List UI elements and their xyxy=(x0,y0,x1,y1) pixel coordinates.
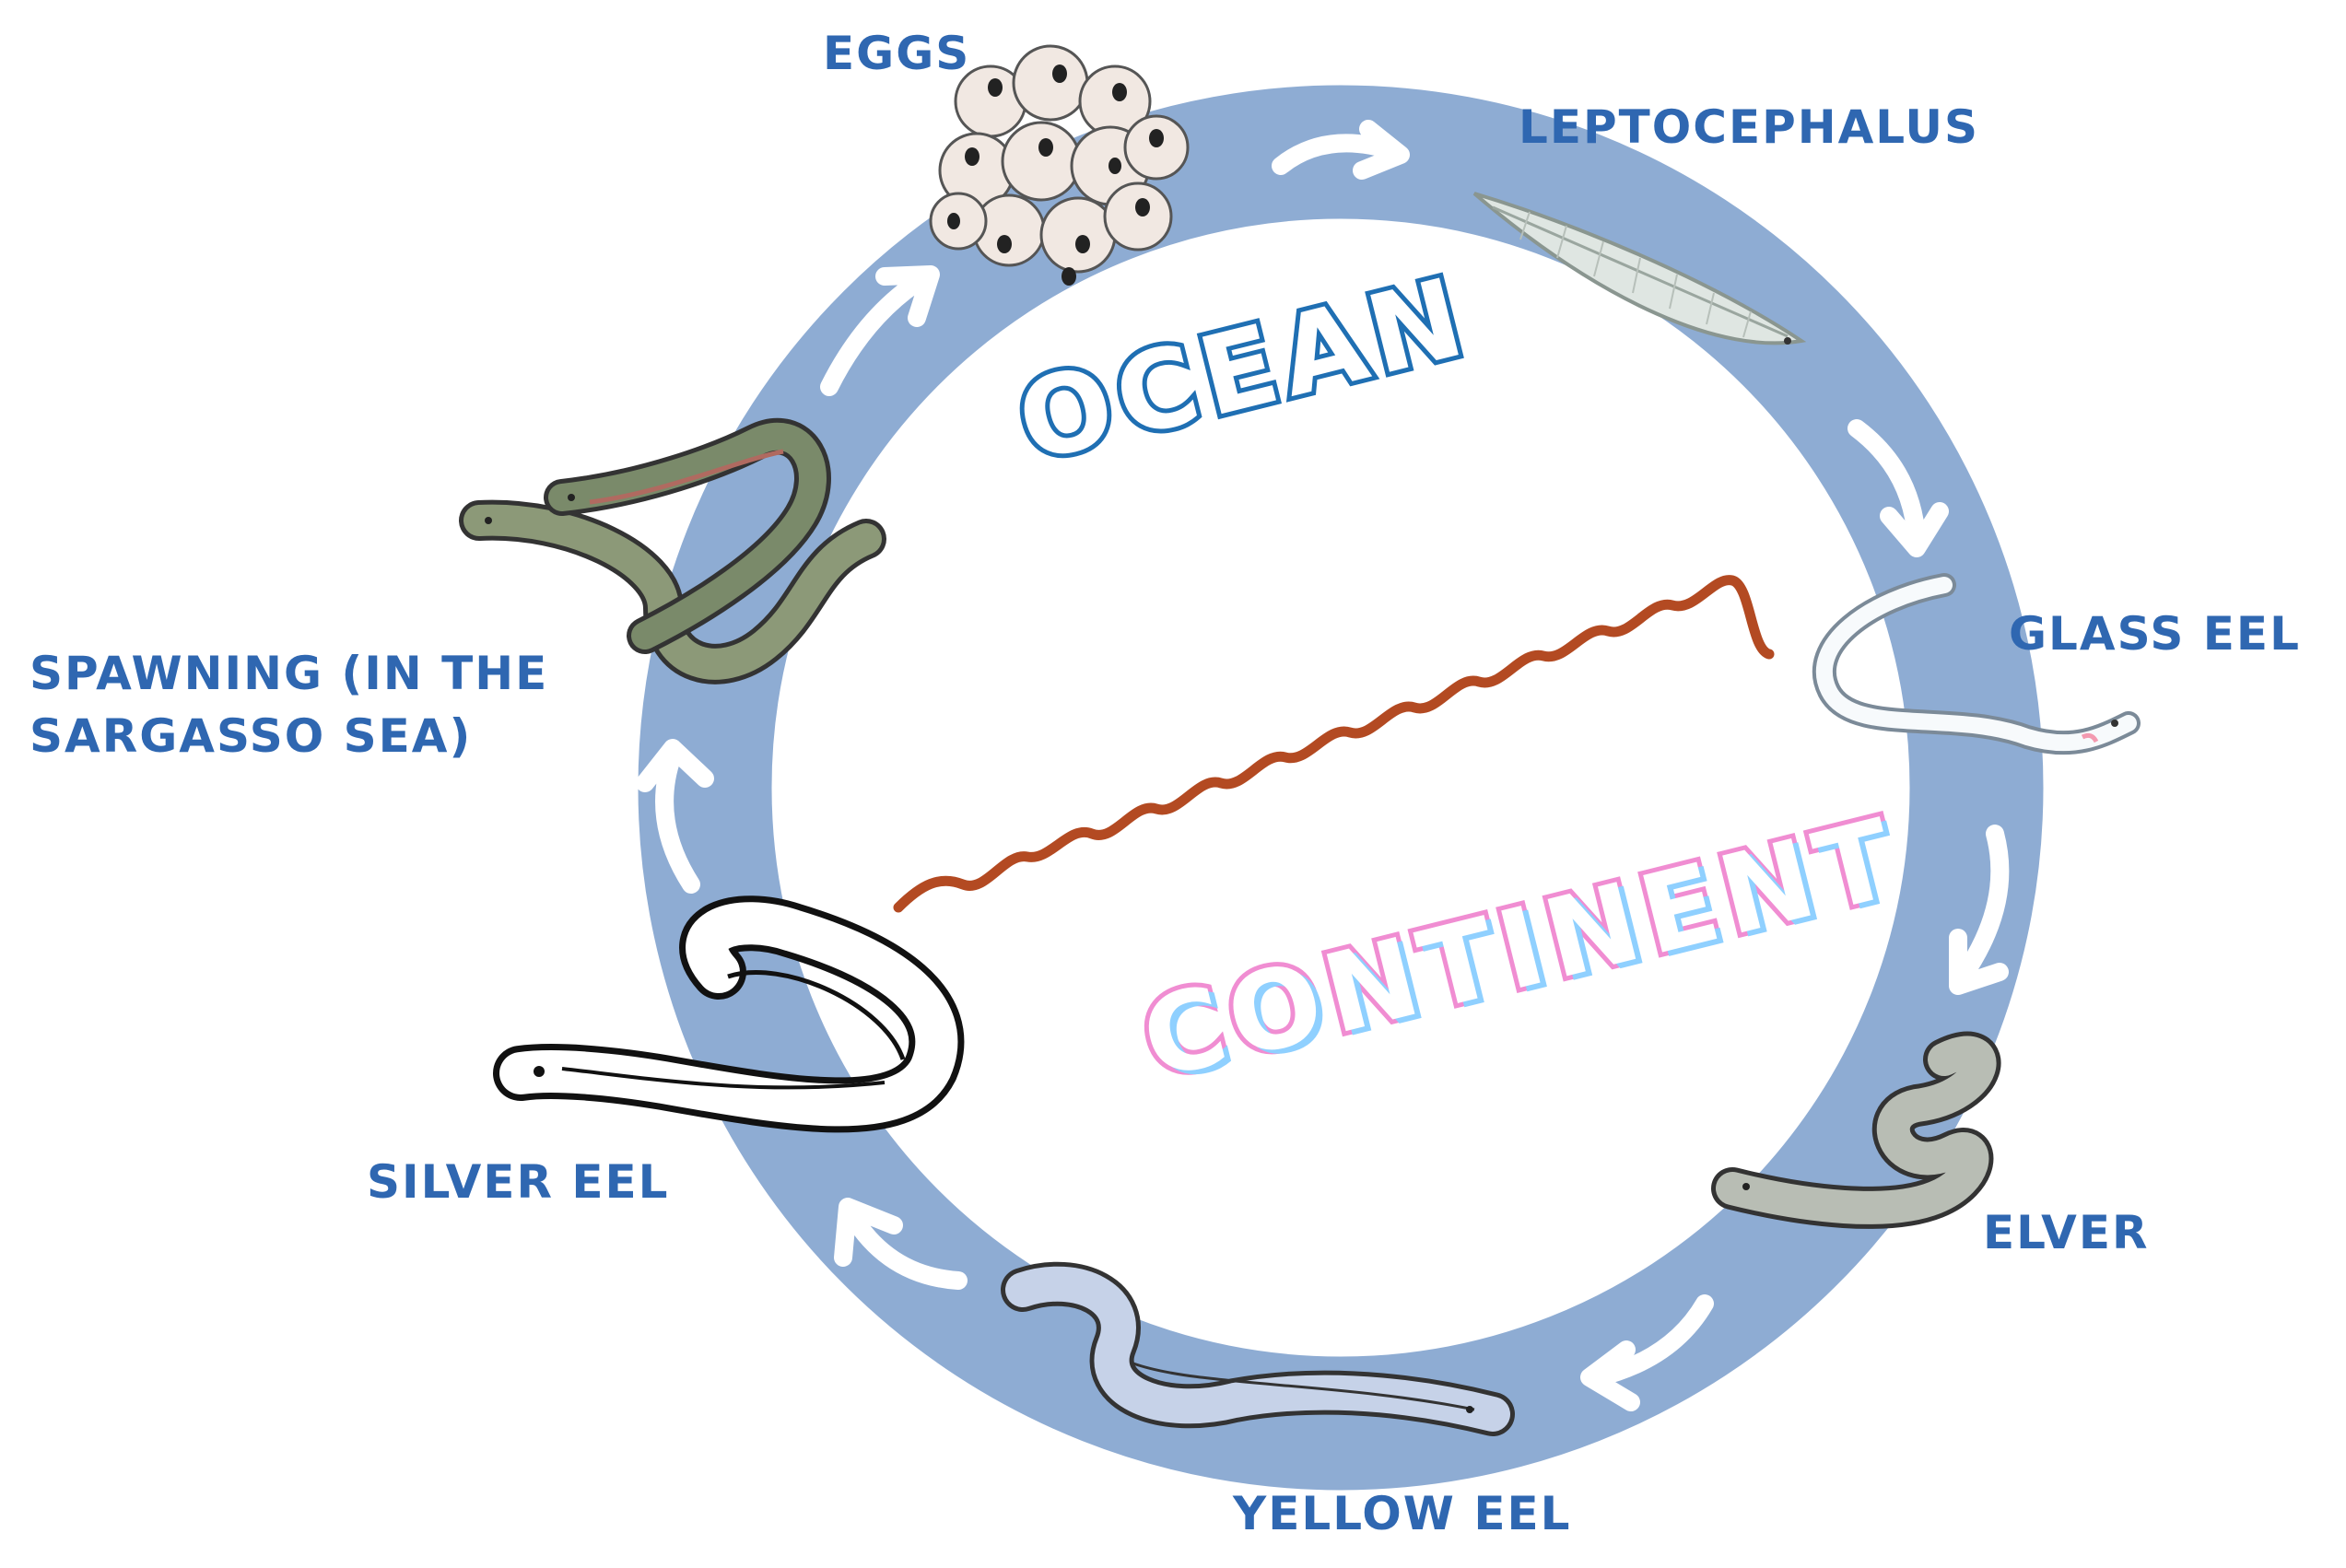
arrow-leptocephalus-to-glass-eel xyxy=(1847,419,1949,557)
leptocephalus-icon xyxy=(1472,192,1807,345)
arrow-yellow-eel-to-silver-eel xyxy=(834,1198,968,1290)
stage-label-spawning: SPAWNING (IN THE SARGASSO SEA) xyxy=(29,647,549,763)
arrow-glass-eel-to-elver xyxy=(1949,825,2010,995)
arrow-spawning-to-eggs xyxy=(820,265,940,396)
stage-label-silver-eel: SILVER EEL xyxy=(367,1155,670,1209)
eggs-icon xyxy=(929,44,1190,286)
spawning-eels-icon xyxy=(459,417,886,685)
yellow-eel-icon xyxy=(1001,1261,1515,1436)
arrow-elver-to-yellow-eel xyxy=(1580,1294,1714,1411)
stage-label-elver: ELVER xyxy=(1983,1206,2150,1259)
arrow-eggs-to-leptocephalus xyxy=(1272,120,1410,180)
elver-icon xyxy=(1711,1031,2001,1229)
stage-label-leptocephalus: LEPTOCEPHALUS xyxy=(1519,100,1979,154)
stage-label-glass-eel: GLASS EEL xyxy=(2009,607,2301,661)
silver-eel-icon xyxy=(493,895,965,1133)
stage-label-eggs: EGGS xyxy=(823,27,971,80)
glass-eel-icon xyxy=(1812,573,2141,755)
arrow-silver-eel-to-spawning xyxy=(636,739,714,894)
stage-label-yellow-eel: YELLOW EEL xyxy=(1233,1487,1572,1540)
ocean-continent-boundary-line xyxy=(893,575,1775,913)
